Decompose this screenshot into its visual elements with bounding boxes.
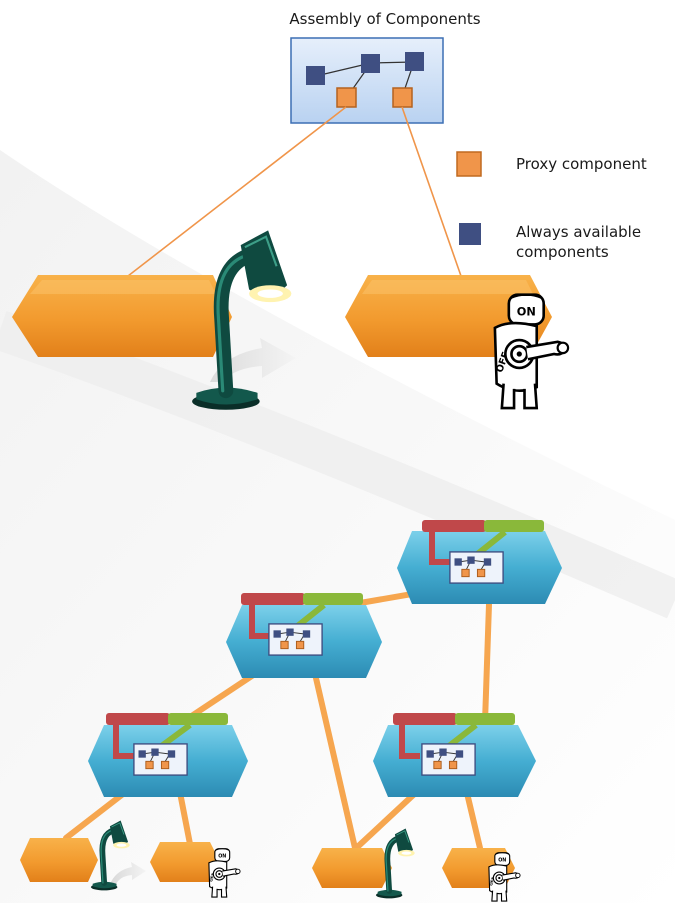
proxy-component bbox=[392, 87, 413, 108]
proxy-component bbox=[336, 87, 357, 108]
network-node-top-right bbox=[397, 520, 562, 604]
device-shape-small-2 bbox=[150, 842, 220, 882]
proxy-link-switch bbox=[401, 106, 462, 277]
proxy-link-lamp bbox=[127, 106, 347, 277]
legend-always-swatch bbox=[459, 223, 481, 245]
device-shape-small-1 bbox=[20, 838, 98, 882]
legend-proxy-swatch bbox=[456, 151, 482, 177]
network-node-lower-right bbox=[373, 713, 536, 797]
device-shape-small-3 bbox=[312, 848, 392, 888]
small-shadow-arrow bbox=[110, 862, 146, 884]
legend-always-label: Always available components bbox=[516, 223, 642, 262]
device-shape-lamp bbox=[12, 275, 232, 357]
network-node-middle bbox=[226, 593, 382, 678]
always-component bbox=[361, 54, 380, 73]
legend-proxy-label: Proxy component bbox=[516, 155, 647, 173]
always-component bbox=[306, 66, 325, 85]
always-component bbox=[405, 52, 424, 71]
assembly-title: Assembly of Components bbox=[289, 10, 481, 28]
network-node-lower-left bbox=[88, 713, 248, 797]
assembly-box bbox=[290, 37, 444, 124]
